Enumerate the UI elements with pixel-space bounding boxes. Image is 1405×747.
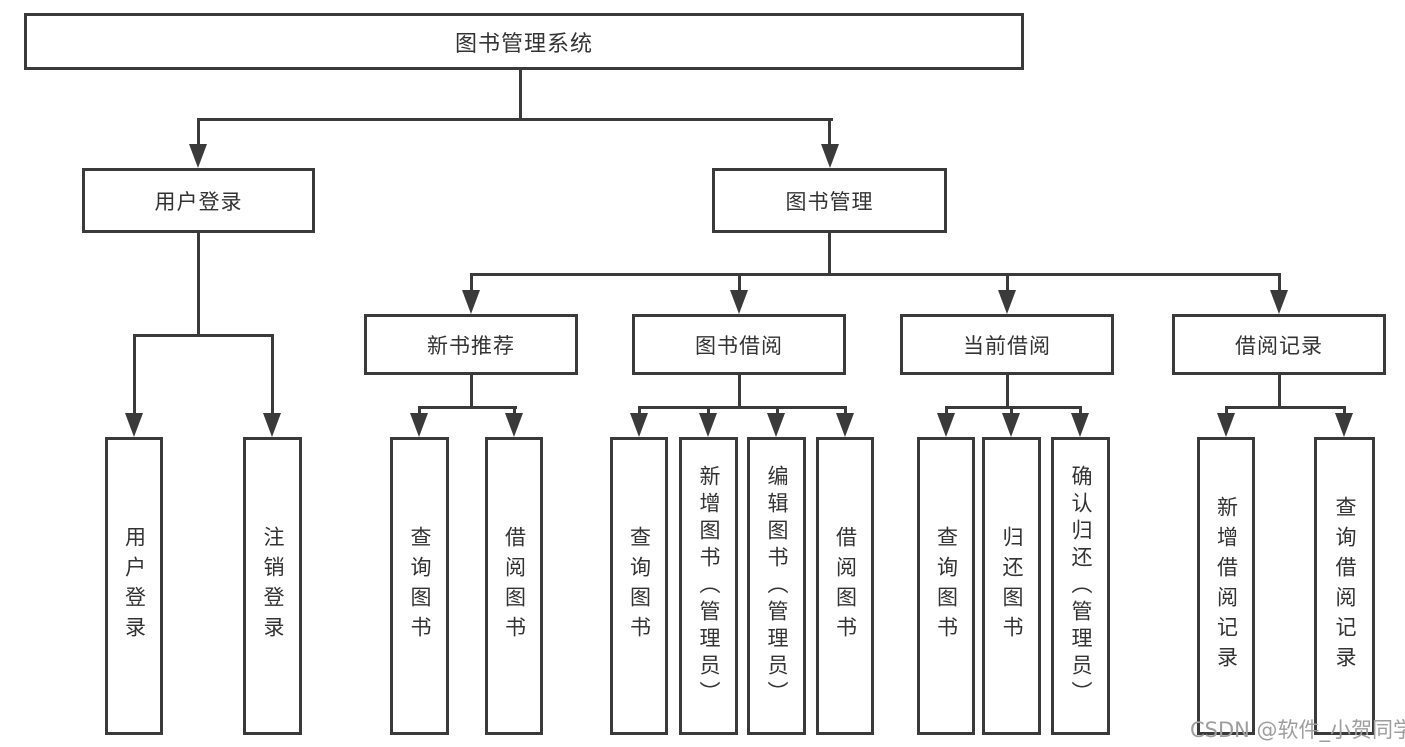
node-user-login-leaf: 用户登录 xyxy=(105,437,163,735)
connector-current-borrowing-horizontal xyxy=(945,406,1082,409)
arrow-down-icon xyxy=(699,413,717,437)
connector-stem-logout xyxy=(271,334,274,413)
connector-stem-c4 xyxy=(844,406,847,413)
arrow-down-icon xyxy=(1270,290,1288,314)
connector-stem-b2 xyxy=(513,406,516,413)
arrow-down-icon xyxy=(1071,413,1089,437)
arrow-down-icon xyxy=(410,413,428,437)
connector-user-login-vertical xyxy=(197,233,200,334)
arrow-down-icon xyxy=(1335,413,1353,437)
connector-stem-borrowing-records xyxy=(1278,273,1281,290)
node-add-borrow-record: 新增借阅记录 xyxy=(1197,437,1255,735)
connector-root-horizontal xyxy=(197,118,833,121)
connector-stem-c3 xyxy=(776,406,779,413)
arrow-down-icon xyxy=(630,413,648,437)
arrow-down-icon xyxy=(189,144,207,168)
connector-root-vertical xyxy=(519,70,522,118)
connector-book-borrowing-horizontal xyxy=(638,406,847,409)
connector-stem-user-login-leaf xyxy=(133,334,136,413)
node-borrow-book: 借阅图书 xyxy=(485,437,543,735)
connector-stem-d1 xyxy=(945,406,948,413)
node-logout: 注销登录 xyxy=(243,437,302,735)
connector-stem-current-borrowing xyxy=(1006,273,1009,290)
connector-stem-e2 xyxy=(1343,406,1346,413)
connector-stem-book-borrowing xyxy=(738,273,741,290)
node-edit-book-admin: 编辑图书（管理员） xyxy=(747,437,806,735)
arrow-down-icon xyxy=(937,413,955,437)
connector-stem-user-login xyxy=(197,118,200,144)
connector-stem-d3 xyxy=(1079,406,1082,413)
arrow-down-icon xyxy=(263,413,281,437)
node-query-borrow-record: 查询借阅记录 xyxy=(1314,437,1375,735)
node-query-book: 查询图书 xyxy=(610,437,668,735)
arrow-down-icon xyxy=(1217,413,1235,437)
connector-stem-d2 xyxy=(1010,406,1013,413)
arrow-down-icon xyxy=(505,413,523,437)
node-confirm-return-admin: 确认归还（管理员） xyxy=(1051,437,1110,735)
arrow-down-icon xyxy=(462,290,480,314)
node-user-login: 用户登录 xyxy=(82,168,315,233)
node-book-management: 图书管理 xyxy=(712,168,947,233)
node-new-book-recommendation: 新书推荐 xyxy=(364,314,578,375)
node-return-book: 归还图书 xyxy=(982,437,1041,735)
arrow-down-icon xyxy=(730,290,748,314)
csdn-watermark: CSDN @软件_小贺同学 xyxy=(1190,718,1405,742)
connector-stem-c2 xyxy=(707,406,710,413)
connector-stem-book-management xyxy=(828,118,831,144)
node-borrowing-records: 借阅记录 xyxy=(1172,314,1386,375)
node-borrow-book: 借阅图书 xyxy=(816,437,874,735)
connector-stem-e1 xyxy=(1225,406,1228,413)
arrow-down-icon xyxy=(767,413,785,437)
connector-borrowing-records-vertical xyxy=(1278,375,1281,406)
arrow-down-icon xyxy=(836,413,854,437)
node-book-borrowing: 图书借阅 xyxy=(632,314,846,375)
arrow-down-icon xyxy=(998,290,1016,314)
arrow-down-icon xyxy=(125,413,143,437)
connector-stem-b1 xyxy=(418,406,421,413)
connector-current-borrowing-vertical xyxy=(1006,375,1009,406)
connector-stem-c1 xyxy=(638,406,641,413)
node-query-book: 查询图书 xyxy=(390,437,449,735)
connector-book-borrowing-vertical xyxy=(738,375,741,406)
connector-user-login-horizontal xyxy=(133,334,274,337)
node-library-management-system: 图书管理系统 xyxy=(24,13,1024,70)
connector-borrowing-records-horizontal xyxy=(1225,406,1346,409)
connector-new-book-vertical xyxy=(470,375,473,406)
connector-book-management-horizontal xyxy=(470,273,1281,276)
arrow-down-icon xyxy=(1002,413,1020,437)
node-query-book: 查询图书 xyxy=(917,437,975,735)
node-add-book-admin: 新增图书（管理员） xyxy=(679,437,738,735)
connector-book-management-vertical xyxy=(828,233,831,273)
connector-new-book-horizontal xyxy=(418,406,517,409)
arrow-down-icon xyxy=(821,144,839,168)
connector-stem-new-book xyxy=(470,273,473,290)
node-current-borrowing: 当前借阅 xyxy=(900,314,1114,375)
